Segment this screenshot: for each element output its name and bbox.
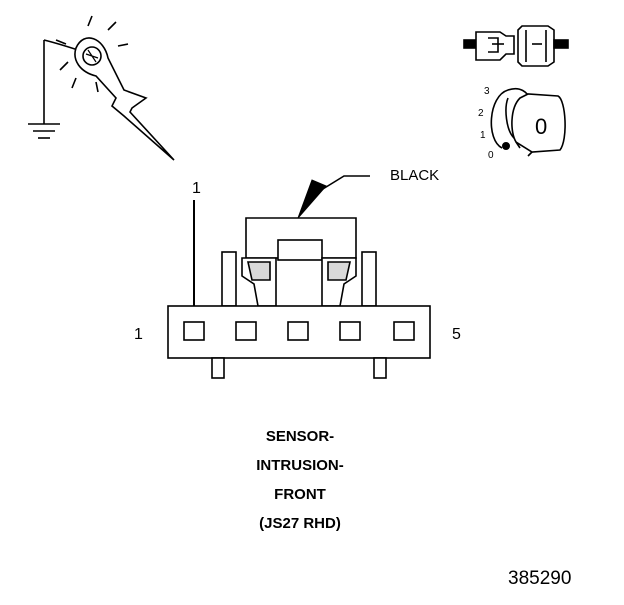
cavity-2 bbox=[235, 321, 257, 341]
figure-number: 385290 bbox=[508, 568, 572, 589]
key-position-3: 3 bbox=[484, 86, 490, 97]
key-position-1: 1 bbox=[480, 130, 486, 141]
test-light-probe-icon bbox=[55, 15, 175, 161]
pointer-pin-label: 1 bbox=[192, 180, 201, 197]
color-callout-label: BLACK bbox=[390, 167, 440, 184]
pin-right-label: 5 bbox=[452, 326, 461, 343]
pin-left-label: 1 bbox=[134, 326, 143, 343]
cavity-4 bbox=[339, 321, 361, 341]
connector-body bbox=[167, 217, 431, 379]
inline-connector-icon bbox=[463, 25, 569, 67]
key-face-label: 0 bbox=[535, 114, 548, 139]
ignition-key-icon bbox=[490, 87, 566, 157]
key-position-2: 2 bbox=[478, 108, 484, 119]
title-line-1: SENSOR- bbox=[265, 428, 335, 445]
key-position-0: 0 bbox=[488, 150, 494, 161]
title-line-2: INTRUSION- bbox=[256, 457, 344, 474]
cavity-3 bbox=[287, 321, 309, 341]
cavity-1 bbox=[183, 321, 205, 341]
title-line-4: (JS27 RHD) bbox=[259, 515, 341, 532]
connector-cavities bbox=[183, 321, 415, 341]
cavity-5 bbox=[393, 321, 415, 341]
title-line-3: FRONT bbox=[274, 486, 326, 503]
color-callout-leader bbox=[297, 175, 370, 219]
